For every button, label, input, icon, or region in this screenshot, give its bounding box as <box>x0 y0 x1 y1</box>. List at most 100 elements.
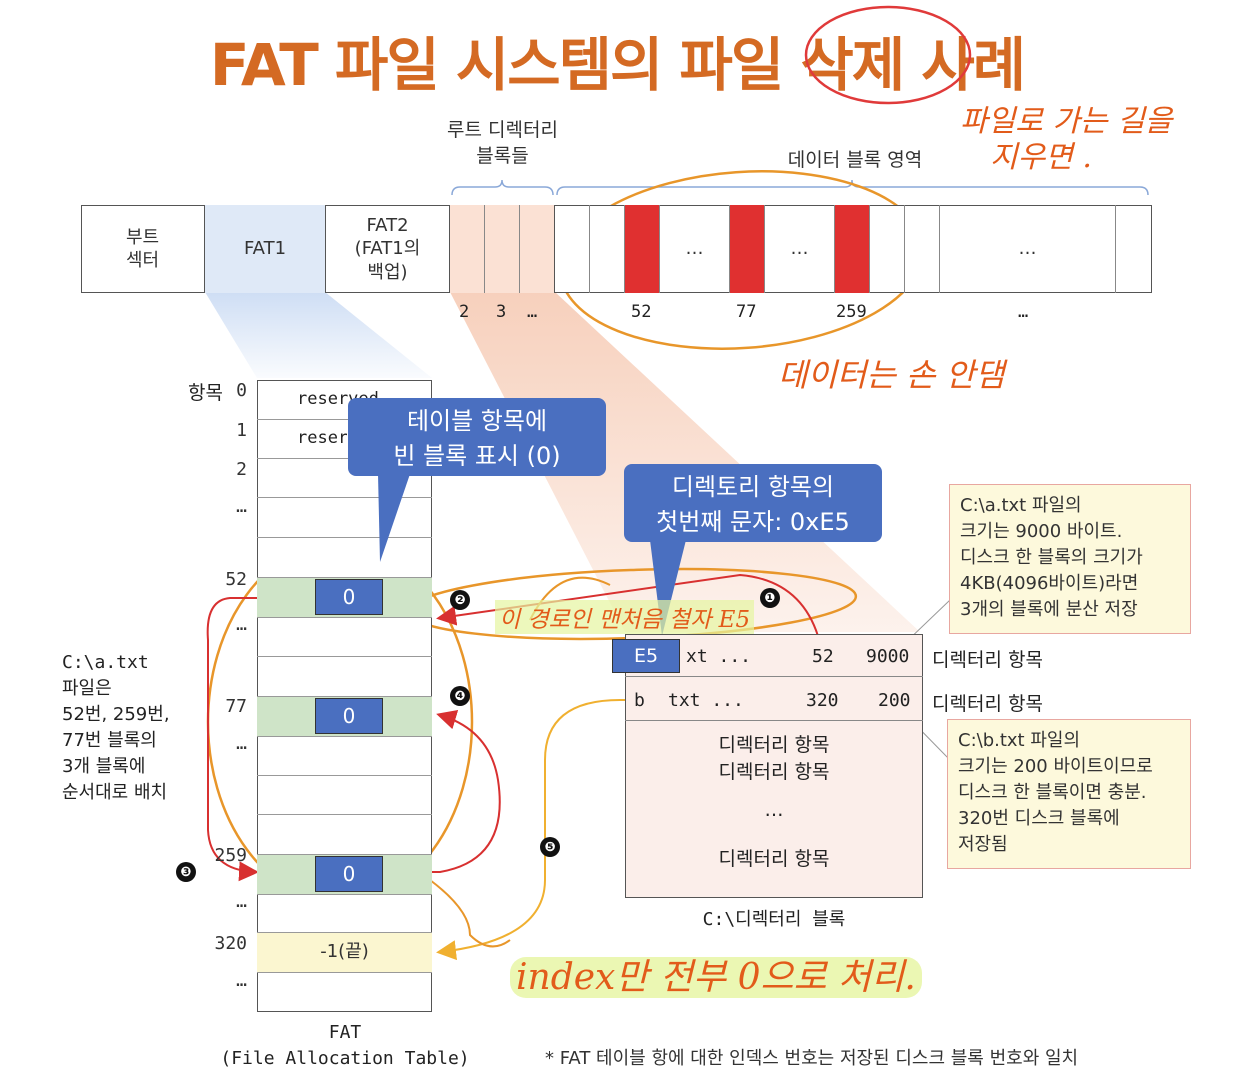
fat-index: 0 <box>236 380 247 401</box>
fat-caption: FAT (File Allocation Table) <box>190 1020 500 1072</box>
note-line: 크기는 200 바이트이므로 <box>958 756 1153 778</box>
handwritten-dir-note: 이 경로인 맨처음 철자 E5 <box>495 600 755 634</box>
fat-index: … <box>236 733 247 754</box>
left-note-line: 3개 블록에 <box>62 756 146 778</box>
step-badge-1: ❶ <box>760 588 780 608</box>
step-badge-5: ❺ <box>540 837 560 857</box>
step-badge-2: ❷ <box>450 590 470 610</box>
fat-index: … <box>236 496 247 517</box>
arrow-1 <box>436 573 819 637</box>
fat-index: 2 <box>236 459 247 480</box>
arrow-5 <box>436 699 798 961</box>
fat-caption-line1: FAT <box>328 1022 362 1043</box>
note-line: 4KB(4096바이트)라면 <box>960 573 1139 595</box>
note-line: C:\a.txt 파일의 <box>960 495 1082 516</box>
arrow-3 <box>206 597 315 882</box>
handwritten-bottom-note: index만 전부 0으로 처리. <box>510 948 922 1000</box>
note-line: 디스크 한 블록이면 충분. <box>958 782 1147 804</box>
fat1-region: FAT1 <box>205 205 326 293</box>
dir-size: 200 <box>878 690 911 711</box>
data-block <box>870 205 905 293</box>
data-block-259 <box>835 205 870 293</box>
fat-index: 52 <box>225 569 247 590</box>
block-number: 77 <box>736 302 757 322</box>
note-line: 저장됨 <box>958 834 1008 856</box>
block-number: 52 <box>631 302 652 322</box>
rootdir-block <box>450 205 485 293</box>
dir-block-num: 52 <box>812 646 834 667</box>
rootdir-block <box>520 205 555 293</box>
data-block-77 <box>730 205 765 293</box>
fat2-line3: 백업) <box>367 261 408 283</box>
data-block <box>905 205 940 293</box>
handwritten-line-2: 지우면 . <box>990 140 1092 175</box>
dir-first-char: b <box>634 690 645 711</box>
fat-zero-259: 0 <box>315 856 383 892</box>
note-line: 디스크 한 블록의 크기가 <box>960 547 1143 569</box>
fat-reserved: reserved <box>297 428 347 448</box>
handwritten-line-1: 파일로 가는 길을 <box>960 104 1173 139</box>
dir-first-char-e5: E5 <box>612 639 680 673</box>
fat-index: 320 <box>214 933 247 954</box>
left-note-line: 77번 블록의 <box>62 730 157 752</box>
callout-table-tail <box>378 474 410 562</box>
fat2-line2: (FAT1의 <box>354 238 421 260</box>
note-line: 3개의 블록에 분산 저장 <box>960 599 1138 621</box>
fat-zero-52: 0 <box>315 579 383 615</box>
callout-table-empty: 테이블 항목에 빈 블록 표시 (0) <box>348 398 606 476</box>
fat-row-320 <box>257 932 432 973</box>
rootdir-label-line2: 블록들 <box>476 144 529 167</box>
fat-index: … <box>236 891 247 912</box>
dir-entry-label: 디렉터리 항목 <box>932 693 1043 715</box>
arrow-4 <box>383 710 501 873</box>
fat1-projection <box>205 292 432 378</box>
rootdir-label: 루트 디렉터리 블록들 <box>420 118 585 169</box>
handwritten-data-note: 데이터는 손 안댐 <box>778 356 1005 394</box>
block-number: … <box>527 302 538 322</box>
data-area-bracket <box>556 179 1149 196</box>
fat-zero-77: 0 <box>315 698 383 734</box>
note-line: C:\b.txt 파일의 <box>958 730 1081 751</box>
fat-index: 77 <box>225 696 247 717</box>
dir-entry-label: 디렉터리 항목 <box>932 649 1043 671</box>
handwritten-bottom-text: index만 전부 0으로 처리. <box>510 957 922 998</box>
boot-line1: 부트 <box>125 226 160 248</box>
rootdir-projection <box>450 292 920 632</box>
dir-entry: 디렉터리 항목 <box>718 760 830 783</box>
dir-size: 9000 <box>866 646 910 667</box>
fat2-line1: FAT2 <box>366 214 409 236</box>
data-block <box>590 205 625 293</box>
fat-index: 1 <box>236 420 247 441</box>
rootdir-label-line1: 루트 디렉터리 <box>447 119 558 141</box>
left-note-line: 52번, 259번, <box>62 704 170 726</box>
block-number: 2 <box>459 302 470 322</box>
footnote: * FAT 테이블 항에 대한 인덱스 번호는 저장된 디스크 블록 번호와 일… <box>545 1048 1079 1069</box>
left-note: C:\a.txt 파일은 52번, 259번, 77번 블록의 3개 블록에 순… <box>62 650 170 807</box>
data-block-52 <box>625 205 660 293</box>
dir-name: txt ... <box>668 690 744 711</box>
dir-entry: … <box>764 799 784 822</box>
data-area-label: 데이터 블록 영역 <box>787 149 923 171</box>
left-note-line: C:\a.txt <box>62 652 149 673</box>
boot-line2: 섹터 <box>125 250 160 271</box>
note-line: 크기는 9000 바이트. <box>960 521 1123 543</box>
left-note-line: 파일은 <box>62 678 112 700</box>
data-block-gap: … <box>765 205 835 293</box>
rootdir-block <box>485 205 520 293</box>
callout-table-line2: 빈 블록 표시 (0) <box>393 441 561 470</box>
callout-dir-e5: 디렉토리 항목의 첫번째 문자: 0xE5 <box>624 464 882 542</box>
fat-caption-line2: (File Allocation Table) <box>220 1048 470 1070</box>
left-note-line: 순서대로 배치 <box>62 782 168 804</box>
dir-caption: C:\디렉터리 블록 <box>702 909 846 930</box>
callout-table-line1: 테이블 항목에 <box>406 407 548 435</box>
callout-dir-line2: 첫번째 문자: 0xE5 <box>656 507 850 536</box>
fat-index: … <box>236 970 247 991</box>
dir-entry: 디렉터리 항목 <box>718 734 830 756</box>
block-number: 3 <box>496 302 507 322</box>
fat-index: … <box>236 614 247 635</box>
note-b-txt: C:\b.txt 파일의 크기는 200 바이트이므로 디스크 한 블록이면 충… <box>947 719 1191 869</box>
rootdir-bracket <box>451 179 554 196</box>
data-block-gap: … <box>660 205 730 293</box>
dir-block-num: 320 <box>806 690 839 711</box>
note-line: 320번 디스크 블록에 <box>958 808 1120 830</box>
